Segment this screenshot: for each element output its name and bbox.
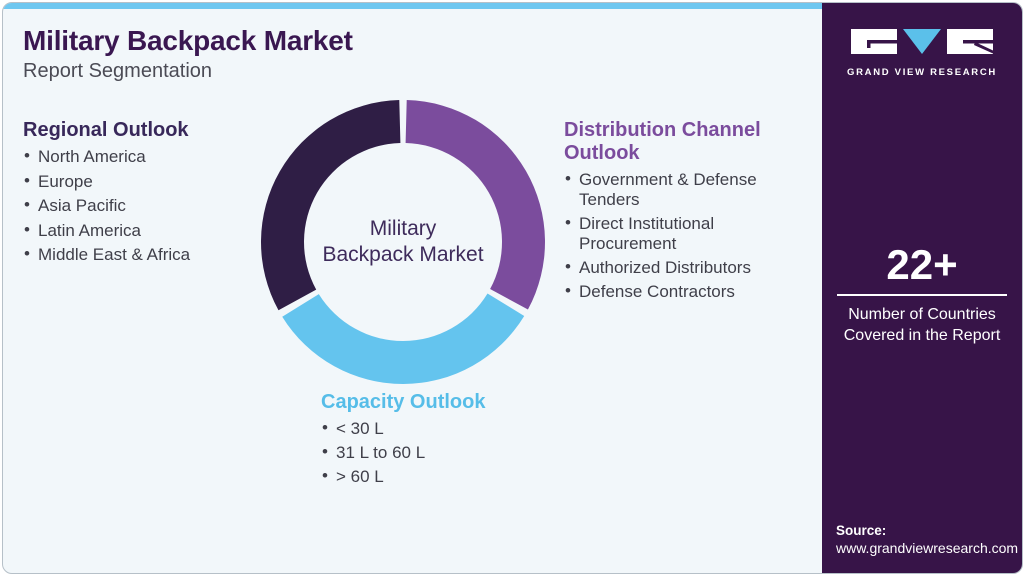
stat-caption-line2: Covered in the Report bbox=[843, 327, 1001, 344]
donut-segment-capacity-outlook bbox=[282, 293, 525, 384]
countries-stat-block: 22+ Number of Countries Covered in the R… bbox=[822, 243, 1022, 346]
capacity-outlook-section: Capacity Outlook < 30 L 31 L to 60 L > 60 … bbox=[321, 391, 561, 491]
capacity-outlook-heading: Capacity Outlook bbox=[321, 391, 486, 413]
distribution-channel-section: Distribution Channel Outlook Government … bbox=[564, 119, 786, 306]
regional-outlook-item: Asia Pacific bbox=[23, 195, 253, 216]
donut-segment-distribution-channel-outlook bbox=[405, 100, 545, 310]
source-url: www.grandviewresearch.com bbox=[836, 540, 1019, 556]
sidebar: GRAND VIEW RESEARCH 22+ Number of Countr… bbox=[822, 3, 1022, 573]
gvr-logo-icon bbox=[851, 29, 993, 54]
capacity-outlook-item: > 60 L bbox=[321, 466, 561, 487]
distribution-channel-item: Direct Institutional Procurement bbox=[564, 213, 786, 254]
stat-caption-line1: Number of Countries bbox=[848, 306, 996, 323]
capacity-outlook-item: < 30 L bbox=[321, 418, 561, 439]
donut-chart-svg bbox=[260, 100, 545, 384]
brand-name: GRAND VIEW RESEARCH bbox=[846, 67, 997, 78]
page-title: Military Backpack Market bbox=[23, 25, 353, 56]
regional-outlook-section: Regional Outlook North AmericaEuropeAsia… bbox=[23, 119, 253, 270]
capacity-outlook-list: < 30 L 31 L to 60 L > 60 L bbox=[321, 418, 561, 487]
regional-outlook-item: Europe bbox=[23, 171, 253, 192]
stat-divider bbox=[837, 294, 1007, 296]
regional-outlook-item: Latin America bbox=[23, 220, 253, 241]
distribution-channel-item: Defense Contractors bbox=[564, 281, 786, 302]
brand-logo-block: GRAND VIEW RESEARCH bbox=[822, 29, 1022, 78]
capacity-outlook-item: 31 L to 60 L bbox=[321, 442, 561, 463]
distribution-channel-heading: Distribution Channel Outlook bbox=[564, 119, 761, 164]
page-subtitle: Report Segmentation bbox=[23, 60, 213, 82]
distribution-channel-item: Authorized Distributors bbox=[564, 257, 786, 278]
distribution-channel-item: Government & Defense Tenders bbox=[564, 169, 786, 210]
countries-stat-value: 22+ bbox=[886, 241, 958, 288]
distribution-channel-list: Government & Defense TendersDirect Insti… bbox=[564, 169, 786, 302]
regional-outlook-item: Middle East & Africa bbox=[23, 244, 253, 265]
regional-outlook-heading: Regional Outlook bbox=[23, 119, 189, 141]
donut-chart: Military Backpack Market bbox=[259, 98, 547, 386]
regional-outlook-list: North AmericaEuropeAsia PacificLatin Ame… bbox=[23, 146, 253, 265]
regional-outlook-item: North America bbox=[23, 146, 253, 167]
source-label: Source: bbox=[836, 523, 887, 538]
donut-segment-regional-outlook bbox=[260, 100, 401, 311]
source-block: Source: www.grandviewresearch.com bbox=[836, 522, 1018, 557]
header: Military Backpack Market Report Segmenta… bbox=[23, 25, 353, 83]
main-panel: Military Backpack Market Report Segmenta… bbox=[3, 3, 824, 573]
top-accent-strip bbox=[3, 3, 824, 9]
